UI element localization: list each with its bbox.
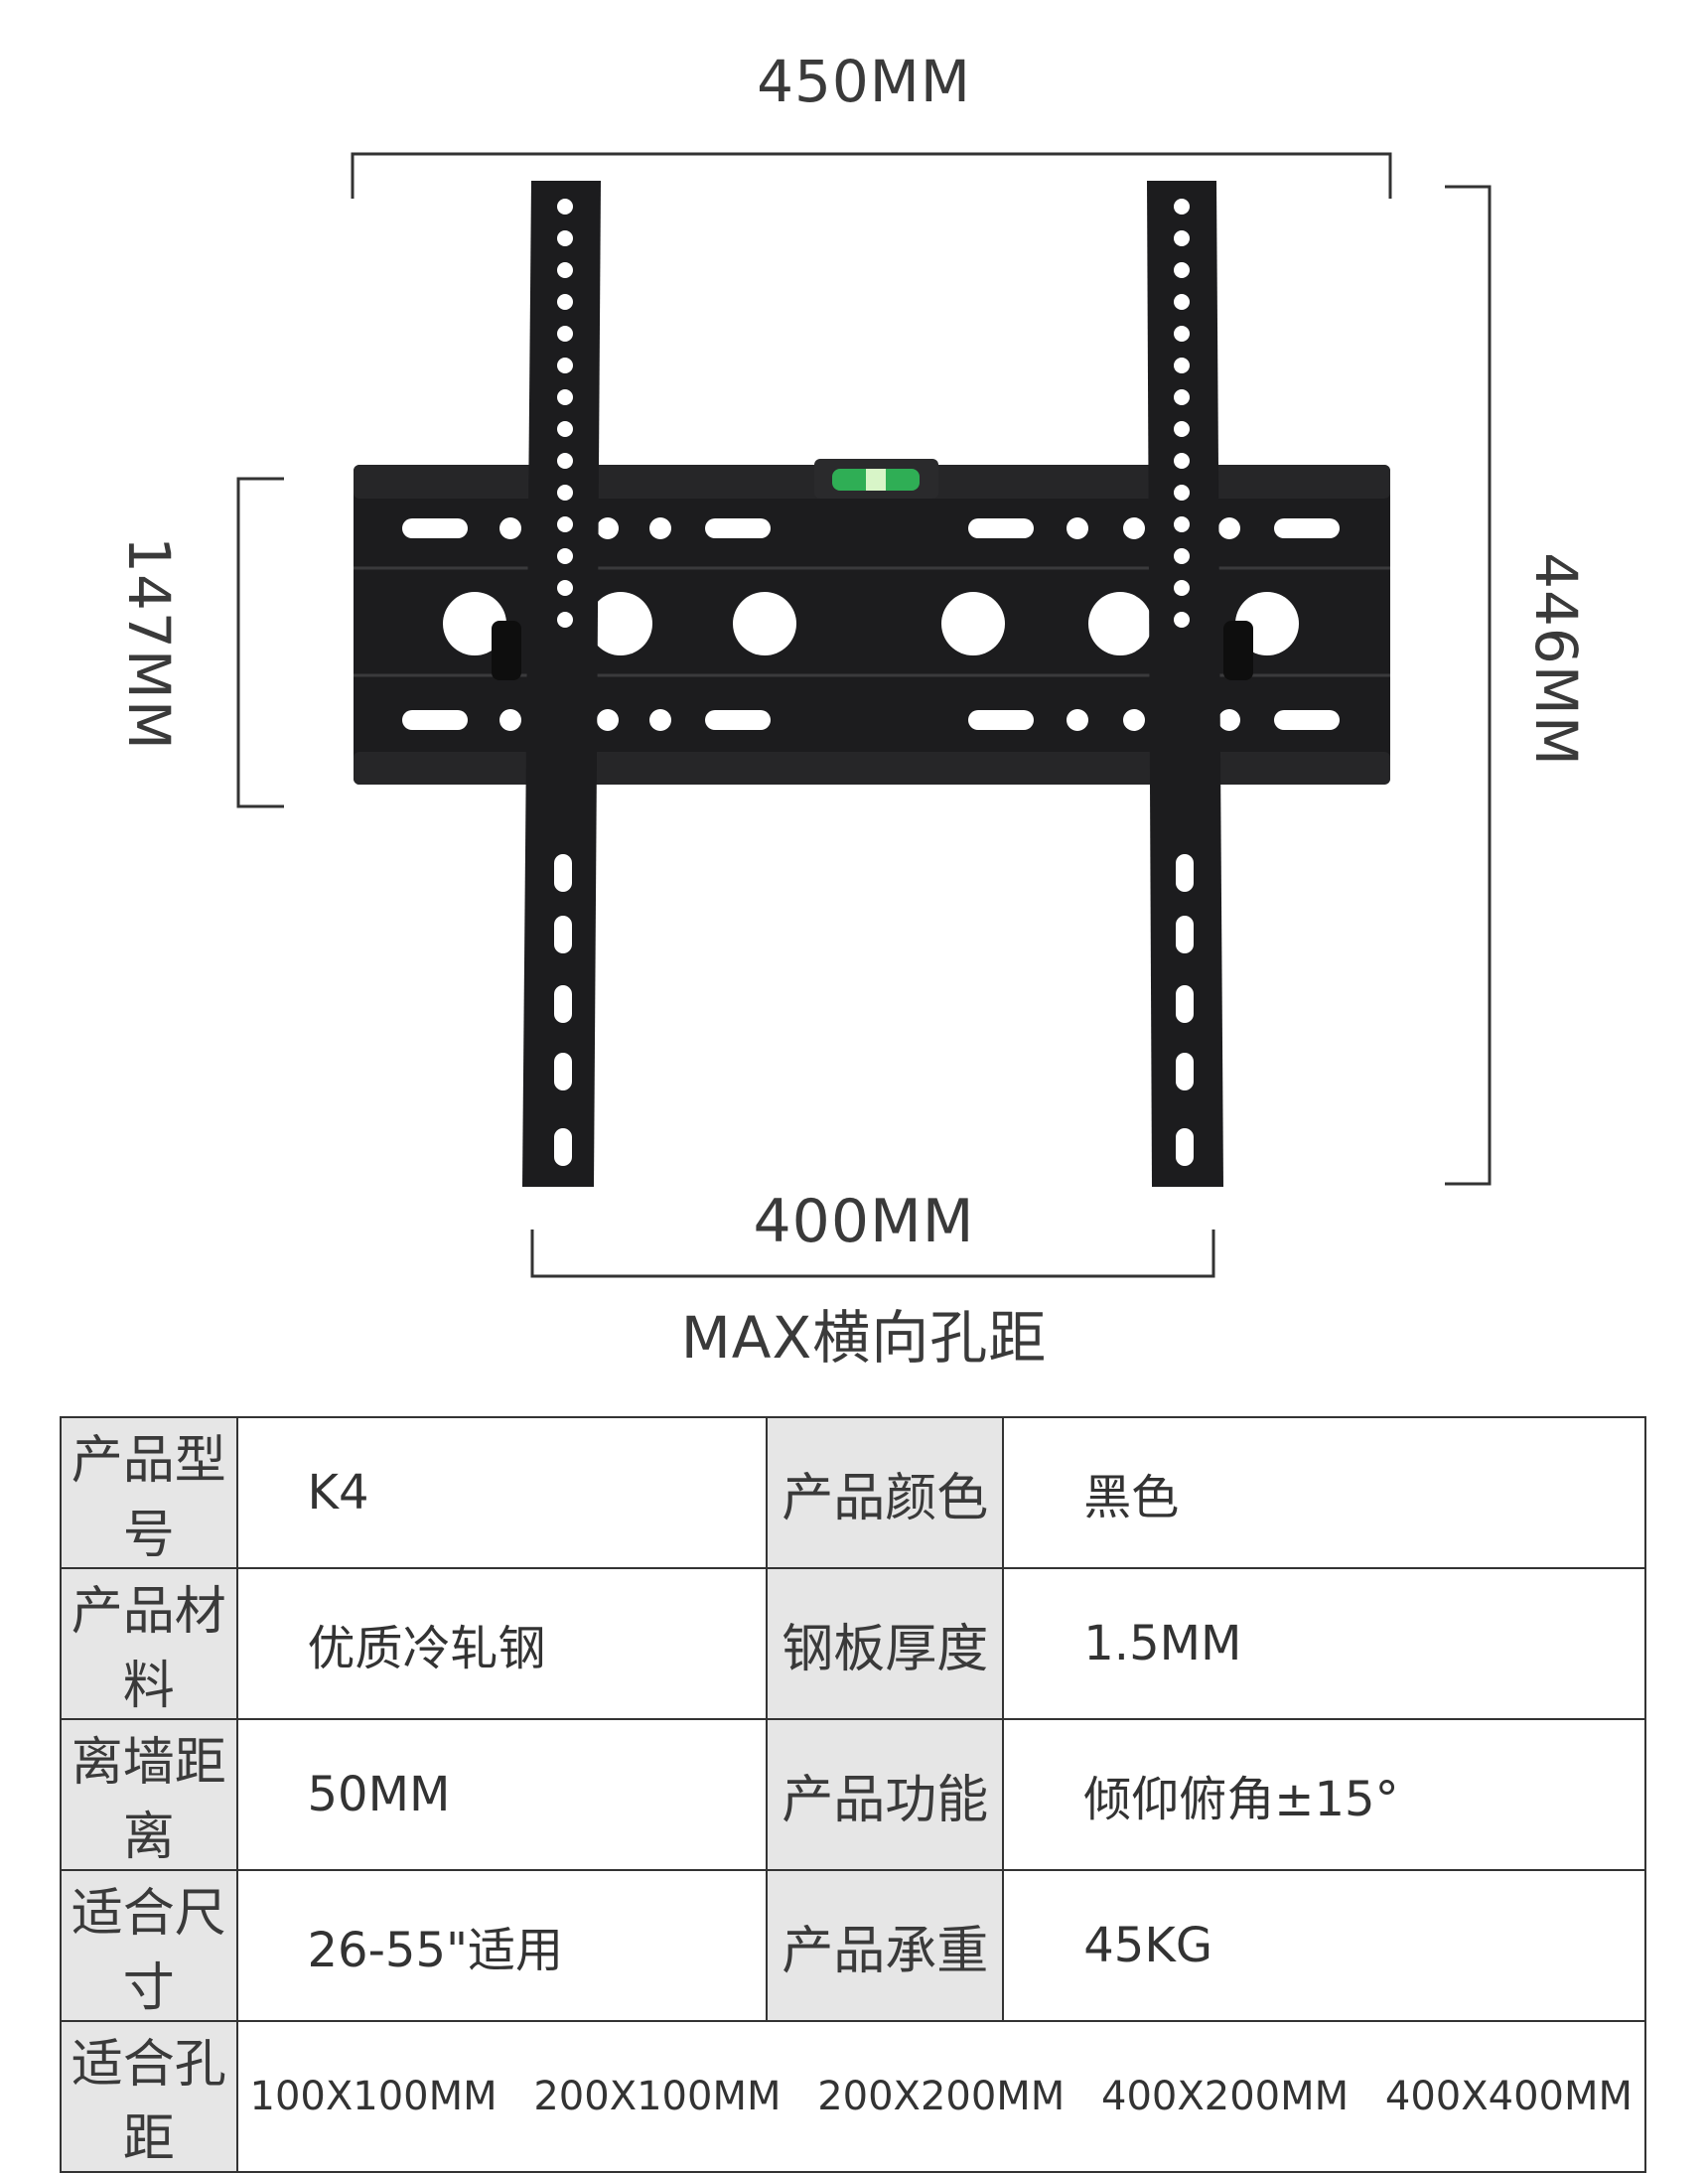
rail-slots-top: [402, 517, 1340, 539]
spec-row-model: 产品型号 K4 产品颜色 黑色: [60, 1416, 1646, 1569]
spec-row-vesa: 适合孔距 100X100MM 200X100MM 200X200MM 400X2…: [60, 2020, 1646, 2173]
horizontal-rail: [354, 459, 1390, 785]
spec-key-function: 产品功能: [766, 1718, 1005, 1871]
spec-key-color: 产品颜色: [766, 1416, 1005, 1569]
vesa-value: 200X200MM: [817, 2074, 1066, 2119]
height-dimension-line: [1445, 185, 1492, 1186]
rail-height-dimension-line: [236, 477, 284, 808]
vesa-value: 400X400MM: [1384, 2074, 1633, 2119]
spec-value-load: 45KG: [1002, 1869, 1646, 2022]
spec-key-wall-distance: 离墙距离: [60, 1718, 238, 1871]
width-dimension-label: 450MM: [757, 48, 971, 115]
left-arm-holes: [554, 199, 573, 1166]
spec-value-material: 优质冷轧钢: [235, 1567, 769, 1720]
hole-spacing-caption: MAX横向孔距: [680, 1304, 1048, 1372]
spec-row-size: 适合尺寸 26-55"适用 产品承重 45KG: [60, 1869, 1646, 2022]
spirit-level-icon: [814, 459, 938, 499]
spec-value-function: 倾仰俯角±15°: [1002, 1718, 1646, 1871]
spec-key-thickness: 钢板厚度: [766, 1567, 1005, 1720]
hole-spacing-dimension-label: 400MM: [753, 1187, 975, 1256]
dimension-lines: [236, 152, 1492, 1278]
spec-key-load: 产品承重: [766, 1869, 1005, 2022]
vesa-value: 200X100MM: [533, 2074, 782, 2119]
wall-mount-bracket-illustration: [236, 152, 1492, 1278]
spec-value-model: K4: [235, 1416, 769, 1569]
spec-key-material: 产品材料: [60, 1567, 238, 1720]
right-arm-holes: [1174, 199, 1194, 1166]
spec-key-model: 产品型号: [60, 1416, 238, 1569]
right-vertical-arm: [1147, 181, 1253, 1187]
spec-row-material: 产品材料 优质冷轧钢 钢板厚度 1.5MM: [60, 1567, 1646, 1720]
spec-row-wall-distance: 离墙距离 50MM 产品功能 倾仰俯角±15°: [60, 1718, 1646, 1871]
spec-value-vesa: 100X100MM 200X100MM 200X200MM 400X200MM …: [235, 2020, 1646, 2173]
hole-spacing-dimension-line: [530, 1230, 1215, 1278]
spec-table: 产品型号 K4 产品颜色 黑色 产品材料 优质冷轧钢 钢板厚度 1.5MM 离墙…: [60, 1416, 1646, 2173]
vesa-value: 100X100MM: [249, 2074, 498, 2119]
rail-slots-bottom: [402, 709, 1340, 731]
spec-value-wall-distance: 50MM: [235, 1718, 769, 1871]
width-dimension-line: [351, 152, 1392, 199]
left-vertical-arm: [492, 181, 601, 1187]
vesa-value: 400X200MM: [1101, 2074, 1350, 2119]
spec-value-thickness: 1.5MM: [1002, 1567, 1646, 1720]
spec-key-vesa: 适合孔距: [60, 2020, 238, 2173]
spec-key-size: 适合尺寸: [60, 1869, 238, 2022]
spec-value-color: 黑色: [1002, 1416, 1646, 1569]
spec-value-size: 26-55"适用: [235, 1869, 769, 2022]
